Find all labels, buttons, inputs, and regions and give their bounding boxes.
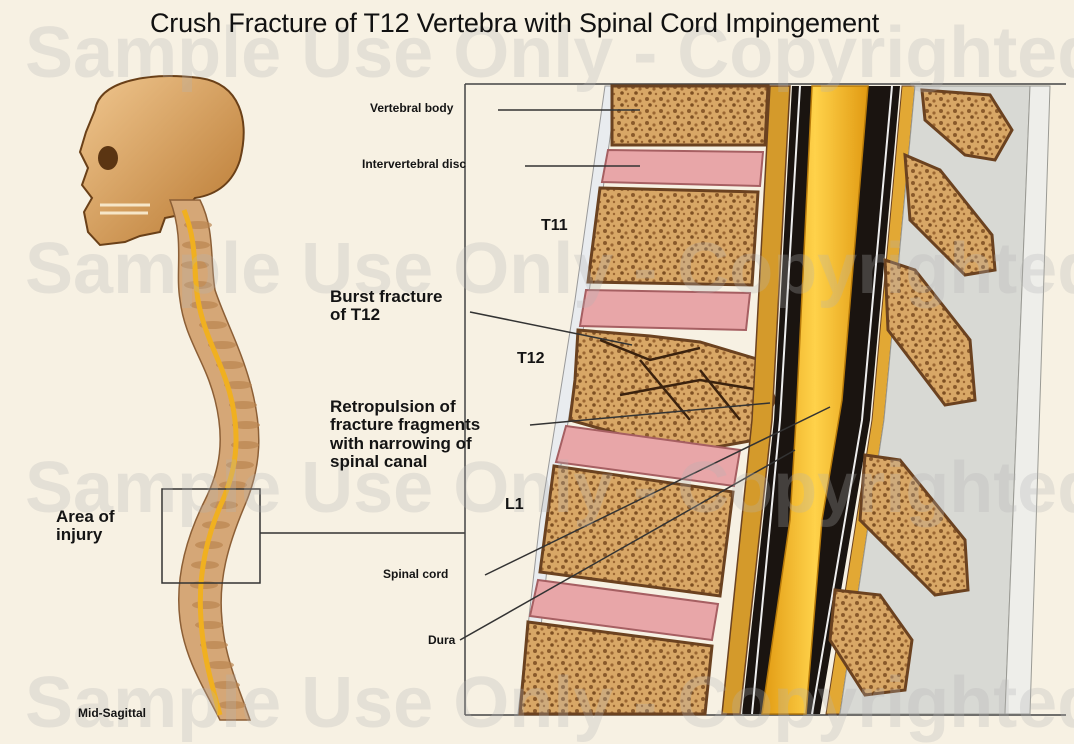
area-of-injury-line2: injury: [56, 526, 115, 544]
retropulsion-line1: Retropulsion of: [330, 398, 480, 416]
vertebral-body-top: [612, 86, 768, 145]
intervertebral-disc-label: Intervertebral disc: [362, 158, 466, 171]
burst-fracture-line2: of T12: [330, 306, 442, 324]
l1-label: L1: [505, 496, 524, 513]
mid-sagittal-label: Mid-Sagittal: [78, 707, 146, 720]
vertebral-body-label: Vertebral body: [370, 102, 453, 115]
burst-fracture-label: Burst fracture of T12: [330, 288, 442, 325]
vertebra-segment: [190, 581, 218, 589]
dura-label: Dura: [428, 634, 455, 647]
t12-label: T12: [517, 350, 545, 367]
area-of-injury-line1: Area of: [56, 508, 115, 526]
retropulsion-line3: with narrowing of: [330, 435, 480, 453]
illustration-stage: Sample Use Only - Copyrighted Sample Use…: [0, 0, 1074, 727]
page-title: Crush Fracture of T12 Vertebra with Spin…: [150, 8, 879, 39]
spinal-cord-label: Spinal cord: [383, 568, 448, 581]
area-of-injury-label: Area of injury: [56, 508, 115, 545]
detail-section: [460, 84, 1066, 715]
burst-fracture-line1: Burst fracture: [330, 288, 442, 306]
watermark-4: Sample Use Only - Copyrighted: [25, 662, 1074, 744]
watermark-2: Sample Use Only - Copyrighted: [25, 228, 1074, 310]
retropulsion-line4: spinal canal: [330, 453, 480, 471]
retropulsion-line2: fracture fragments: [330, 416, 480, 434]
retropulsion-label: Retropulsion of fracture fragments with …: [330, 398, 480, 471]
vertebra-segment: [192, 601, 220, 609]
watermark-3: Sample Use Only - Copyrighted: [25, 447, 1074, 529]
orbit: [98, 146, 118, 170]
disc-1: [602, 150, 763, 186]
t11-label: T11: [541, 217, 568, 234]
